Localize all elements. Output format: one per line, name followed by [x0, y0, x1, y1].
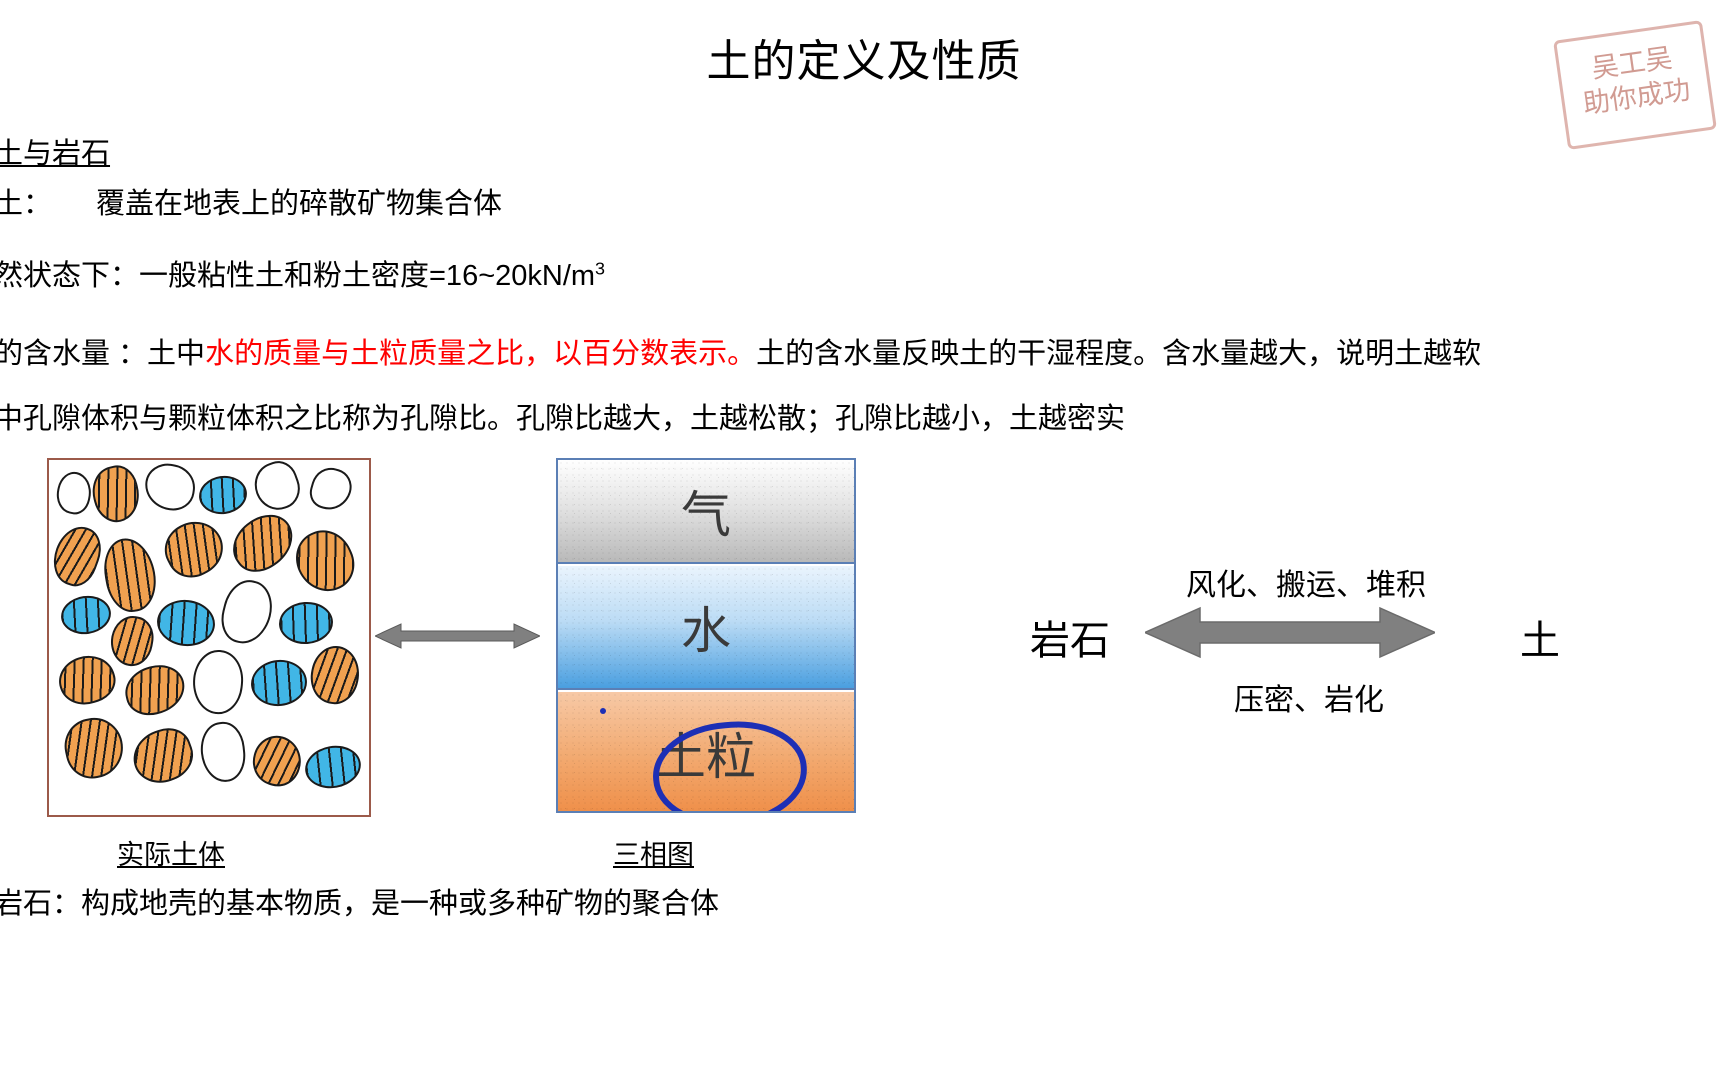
soil-grain — [58, 592, 114, 638]
definition-text: 覆盖在地表上的碎散矿物集合体 — [96, 188, 503, 220]
water-content-red-1: 水的质量与土粒质量之比， — [205, 338, 554, 370]
density-text: 然状态下：一般粘性土和粉土密度=16~20kN/m — [0, 260, 596, 292]
three-phase-figure: 气 水 土粒 — [556, 458, 856, 813]
phase-water: 水 — [558, 566, 854, 690]
watermark-stamp: 吴工吴 助你成功 — [1553, 20, 1717, 150]
soil-grain — [305, 463, 357, 515]
soil-grain — [49, 520, 108, 592]
soil-grain — [120, 659, 190, 721]
soil-grain — [248, 657, 310, 709]
soil-grain — [52, 648, 122, 712]
definition-line: 土： 覆盖在地表上的碎散矿物集合体 — [0, 180, 502, 222]
soil-grain — [125, 721, 201, 791]
phase-air-label: 气 — [681, 487, 731, 543]
soil-grain — [189, 647, 247, 717]
cycle-top-label: 风化、搬运、堆积 — [1186, 569, 1426, 602]
phase-air: 气 — [558, 460, 854, 564]
section-heading-text: 土与岩石 — [0, 138, 111, 170]
soil-grain — [286, 521, 364, 601]
water-content-lead: 的含水量 ：土中 — [0, 338, 206, 370]
soil-grain — [277, 600, 335, 646]
soil-grain — [106, 612, 158, 670]
density-line: 然状态下：一般粘性土和粉土密度=16~20kN/m3 — [0, 252, 605, 294]
soil-grain — [196, 472, 250, 518]
cycle-rock-label: 岩石 — [1030, 619, 1110, 663]
double-arrow-small-icon — [375, 623, 540, 649]
soil-grain — [155, 511, 233, 587]
soil-grain — [222, 504, 304, 582]
water-content-line: 的含水量 ：土中水的质量与土粒质量之比，以百分数表示。土的含水量反映土的干湿程度… — [0, 330, 1481, 372]
water-content-red-2: 以百分数表示。 — [553, 338, 757, 370]
caption-three-phase: 三相图 — [613, 840, 694, 870]
section-heading: 土与岩石 — [0, 130, 110, 172]
soil-grain — [215, 575, 279, 649]
cycle-soil-label: 土 — [1520, 619, 1560, 663]
ink-dot-annotation — [600, 708, 606, 714]
double-arrow-large-icon — [1145, 606, 1435, 659]
water-content-tail: 土的含水量反映土的干湿程度。含水量越大，说明土越软 — [756, 338, 1482, 370]
soil-grain — [247, 730, 307, 792]
soil-grain — [59, 712, 129, 784]
soil-grain — [53, 468, 95, 518]
rock-definition-line: 岩石：构成地壳的基本物质，是一种或多种矿物的聚合体 — [0, 888, 720, 920]
soil-grain — [86, 461, 146, 527]
soil-grain — [197, 719, 249, 785]
phase-water-label: 水 — [681, 603, 731, 659]
void-ratio-line: 中孔隙体积与颗粒体积之比称为孔隙比。孔隙比越大，土越松散；孔隙比越小，土越密实 — [0, 403, 1126, 435]
soil-grain — [301, 741, 365, 793]
page-title: 土的定义及性质 — [706, 37, 1022, 86]
cycle-bottom-label: 压密、岩化 — [1234, 684, 1384, 717]
soil-grain — [142, 460, 198, 514]
density-exponent: 3 — [595, 258, 606, 279]
phase-solid-label: 土粒 — [656, 728, 756, 785]
soil-grain — [248, 460, 306, 517]
caption-real-soil: 实际土体 — [117, 840, 225, 870]
soil-grain — [305, 641, 365, 709]
soil-grain — [98, 534, 162, 616]
real-soil-figure — [47, 458, 371, 817]
definition-label: 土： — [0, 188, 53, 220]
soil-grain — [154, 597, 218, 649]
